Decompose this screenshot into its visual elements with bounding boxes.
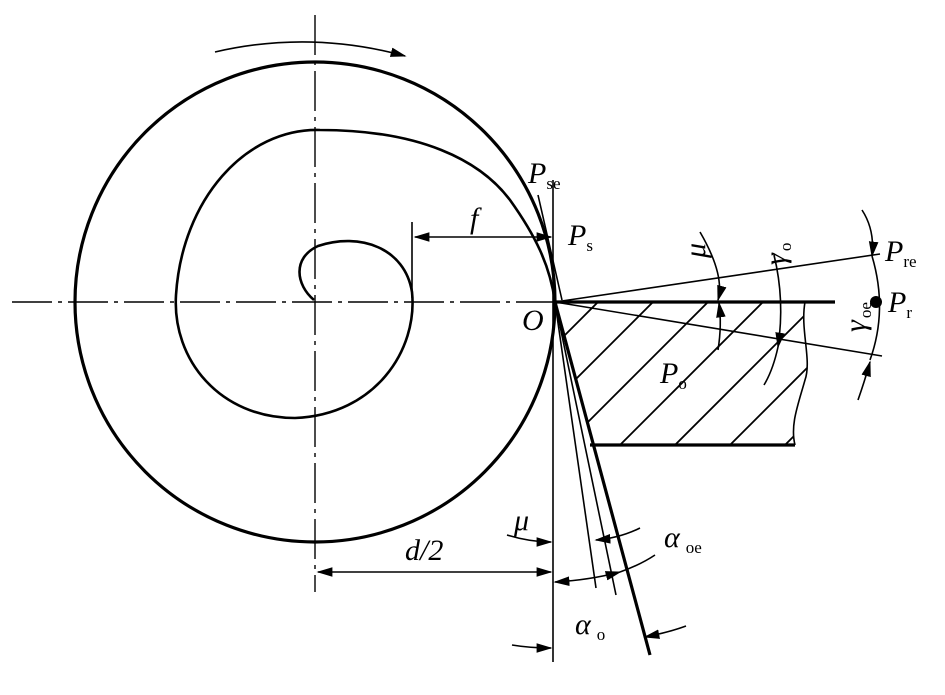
gamma-o-arc [773, 254, 785, 349]
mu-arc-bottom [506, 534, 553, 547]
label-P-o: Po [659, 357, 687, 393]
gamma-oe-arc-bottom [857, 360, 871, 401]
alpha-o-arc-right [643, 625, 687, 639]
label-P-se: Pse [527, 157, 561, 193]
gamma-oe-arc [869, 255, 881, 361]
alpha-oe-arc-tail [619, 554, 656, 573]
gamma-o-arc-tail [763, 346, 779, 386]
flank-line [553, 301, 652, 656]
label-gamma-o: γo [759, 243, 795, 265]
P-se-line [537, 194, 563, 301]
flank-line-mu [554, 301, 597, 589]
label-mu-bottom: μ [513, 504, 529, 537]
label-f: f [470, 202, 482, 235]
P-re-line [554, 253, 881, 303]
alpha-o-arc-left [511, 643, 553, 653]
label-gamma-oe: γoe [839, 302, 875, 332]
break-line [792, 301, 809, 446]
gamma-oe-arc-top [861, 209, 879, 258]
mu-arc-top [699, 231, 727, 302]
label-P-r: Pr [887, 286, 912, 322]
P-r-point [870, 296, 882, 308]
flank-line-alpha-oe [554, 301, 617, 596]
label-mu-top: μ [679, 243, 712, 259]
label-P-s: Ps [567, 219, 593, 255]
lower-rake-line [554, 301, 883, 357]
label-O: O [522, 304, 544, 337]
label-P-re: Pre [884, 235, 917, 271]
spiral-trajectory [174, 128, 557, 420]
rotation-arrow [214, 41, 407, 57]
mu-arc-top-lower [716, 301, 726, 351]
label-d-half: d/2 [405, 534, 443, 567]
alpha-oe-arc [553, 571, 622, 586]
mu-arc-bottom-right [594, 527, 641, 544]
